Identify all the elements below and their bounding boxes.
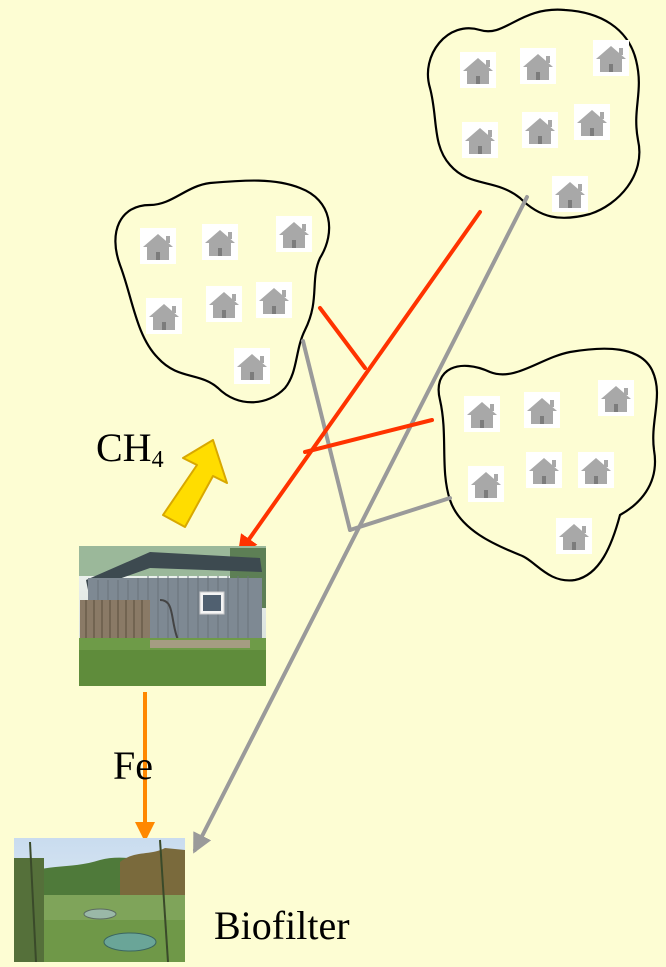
methane-label: CH4 [96,424,164,473]
house-icon [522,112,558,148]
cluster-boundary [437,347,659,582]
house-icon [146,298,182,334]
house-icon [276,216,312,252]
house-cluster-top-right [427,8,641,219]
biofilter-label: Biofilter [214,903,350,948]
house-icon [464,396,500,432]
house-icon [520,48,556,84]
house-icon [202,224,238,260]
methane-arrow [162,439,228,528]
house-icon [598,380,634,416]
gas-pipe [237,210,482,556]
house-icon [468,466,504,502]
house-icon [524,392,560,428]
house-icon [140,228,176,264]
house-icon [578,452,614,488]
cluster-boundary [114,179,331,404]
biofilter-photo [14,838,185,963]
cluster-boundary [427,8,641,219]
house-cluster-left [114,179,331,404]
house-icon [206,286,242,322]
house-icon [526,452,562,488]
methane-label-subscript: 4 [151,447,164,473]
house-icon [574,104,610,140]
house-icon [256,282,292,318]
house-icon [552,176,588,212]
house-icon [593,40,629,76]
sewer-pipe [193,195,529,854]
house-icon [460,52,496,88]
house-icon [556,518,592,554]
house-icon [462,122,498,158]
iron-label: Fe [113,743,153,788]
house-icon [234,348,270,384]
methane-label-main: CH [96,425,152,470]
house-cluster-right [437,347,659,582]
pump-station-photo [79,546,266,686]
